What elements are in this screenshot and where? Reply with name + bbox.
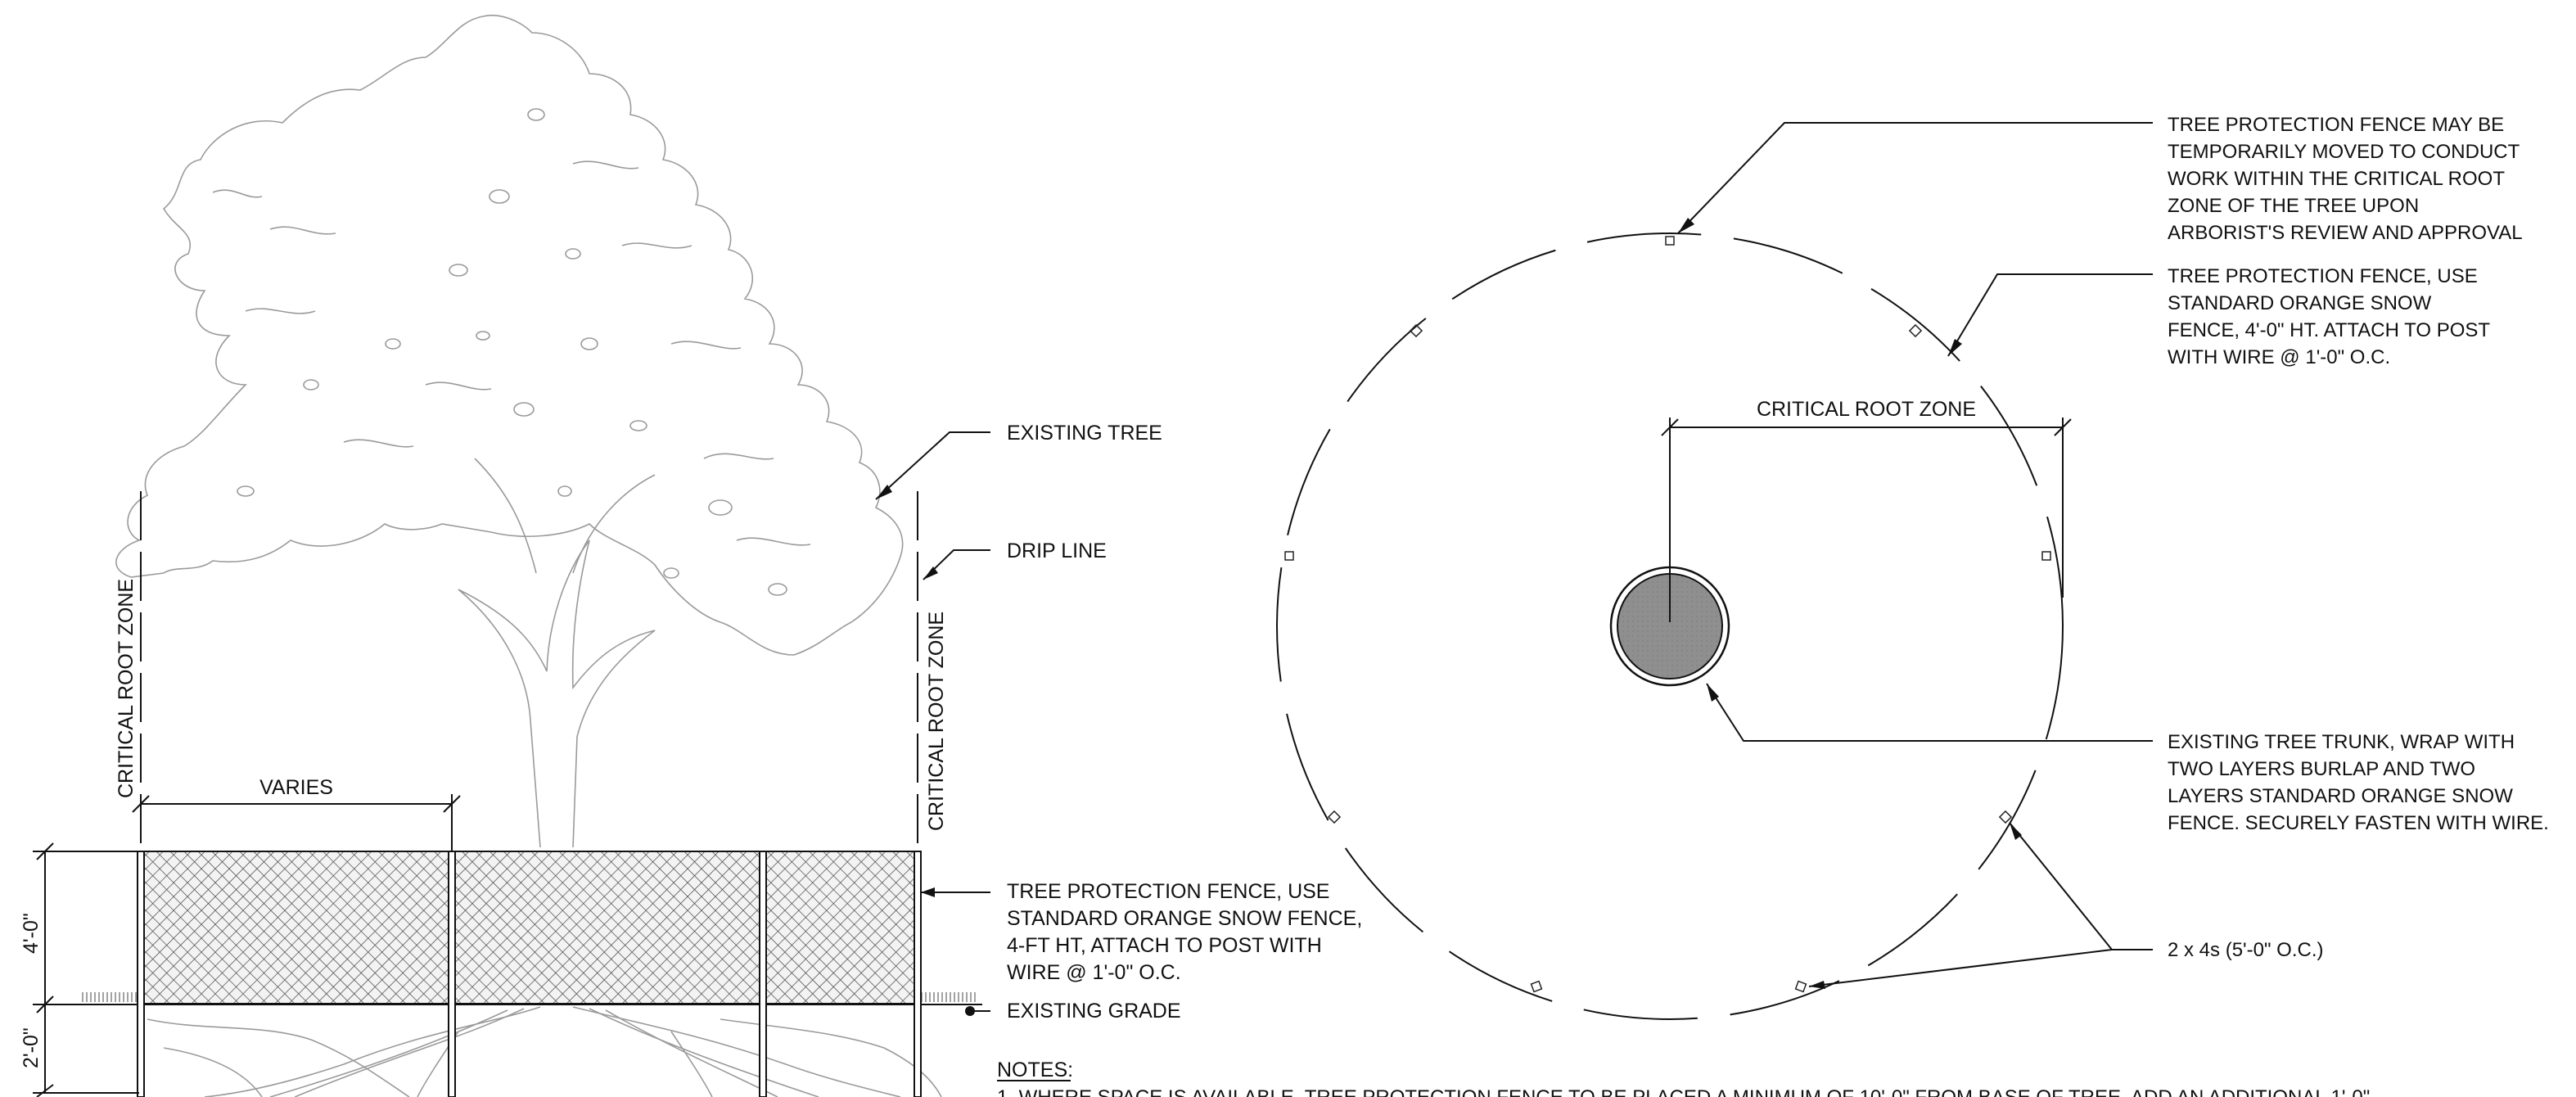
varies-dimension: VARIES [132, 776, 461, 851]
plan-view: CRITICAL ROOT ZONE TREE PROTECTION FENCE… [1276, 114, 2549, 1020]
svg-text:DRIP LINE: DRIP LINE [1007, 539, 1107, 562]
critical-root-zone-label-left: CRITICAL ROOT ZONE [115, 579, 138, 798]
svg-text:EXISTING GRADE: EXISTING GRADE [1007, 1000, 1181, 1023]
svg-text:WITH WIRE @ 1'-0" O.C.: WITH WIRE @ 1'-0" O.C. [2168, 346, 2390, 368]
tree-canopy-icon [115, 14, 904, 848]
critical-root-zone-label-right: CRITICAL ROOT ZONE [925, 612, 948, 831]
post-depth-dim-label: 2'-0" [20, 1027, 43, 1068]
svg-text:WIRE @ 1'-0" O.C.: WIRE @ 1'-0" O.C. [1007, 961, 1181, 984]
callout-existing-tree: EXISTING TREE [875, 422, 1162, 500]
critical-root-zone-label-plan: CRITICAL ROOT ZONE [1757, 398, 1976, 421]
tree-trunk-icon [1609, 566, 1730, 687]
svg-text:ARBORIST'S REVIEW AND APPROVAL: ARBORIST'S REVIEW AND APPROVAL [2168, 222, 2523, 244]
callout-existing-grade: EXISTING GRADE [965, 1000, 1181, 1023]
callout-fence-moved: TREE PROTECTION FENCE MAY BE TEMPORARILY… [1677, 114, 2523, 244]
svg-text:TREE PROTECTION FENCE, USE: TREE PROTECTION FENCE, USE [2168, 265, 2478, 287]
note-item-1: 1. WHERE SPACE IS AVAILABLE, TREE PROTEC… [997, 1086, 2370, 1097]
elevation-view: CRITICAL ROOT ZONE CRITICAL ROOT ZONE VA… [20, 14, 1362, 1097]
notes-heading: NOTES: [997, 1059, 1073, 1081]
svg-text:4-FT HT, ATTACH TO POST WITH: 4-FT HT, ATTACH TO POST WITH [1007, 934, 1322, 957]
tree-roots-icon [147, 1006, 942, 1097]
callout-posts: 2 x 4s (5'-0" O.C.) [1808, 822, 2323, 989]
varies-label: VARIES [259, 776, 333, 799]
critical-root-zone-dimension: CRITICAL ROOT ZONE [1661, 398, 2072, 622]
callout-drip-line: DRIP LINE [923, 539, 1107, 580]
height-dimension: 4'-0" 2'-0" [20, 842, 139, 1097]
svg-text:STANDARD ORANGE SNOW FENCE,: STANDARD ORANGE SNOW FENCE, [1007, 907, 1362, 930]
svg-text:STANDARD ORANGE SNOW: STANDARD ORANGE SNOW [2168, 292, 2432, 314]
svg-text:ZONE OF THE TREE UPON: ZONE OF THE TREE UPON [2168, 195, 2419, 217]
svg-text:EXISTING TREE: EXISTING TREE [1007, 422, 1162, 445]
svg-text:TWO LAYERS BURLAP AND TWO: TWO LAYERS BURLAP AND TWO [2168, 758, 2475, 780]
svg-text:2 x 4s (5'-0" O.C.): 2 x 4s (5'-0" O.C.) [2168, 939, 2323, 961]
svg-text:WORK WITHIN THE CRITICAL ROOT: WORK WITHIN THE CRITICAL ROOT [2168, 168, 2505, 190]
svg-text:TREE PROTECTION FENCE MAY BE: TREE PROTECTION FENCE MAY BE [2168, 114, 2504, 136]
callout-trunk: EXISTING TREE TRUNK, WRAP WITH TWO LAYER… [1706, 683, 2549, 834]
svg-text:EXISTING TREE TRUNK, WRAP WITH: EXISTING TREE TRUNK, WRAP WITH [2168, 731, 2515, 753]
notes-section: NOTES: 1. WHERE SPACE IS AVAILABLE, TREE… [997, 1059, 2370, 1097]
fence-height-dim-label: 4'-0" [20, 913, 43, 954]
fence-post-markers [1284, 236, 2051, 993]
svg-text:LAYERS STANDARD ORANGE SNOW: LAYERS STANDARD ORANGE SNOW [2168, 785, 2513, 807]
callout-fence-spec: TREE PROTECTION FENCE, USE STANDARD ORAN… [1947, 265, 2490, 368]
svg-text:FENCE, 4'-0" HT. ATTACH TO POS: FENCE, 4'-0" HT. ATTACH TO POST [2168, 319, 2490, 341]
fence-circle-dashed [1276, 232, 2064, 1020]
fence-mesh [140, 851, 919, 1004]
svg-text:TREE PROTECTION FENCE, USE: TREE PROTECTION FENCE, USE [1007, 880, 1329, 903]
svg-text:FENCE. SECURELY FASTEN WITH WI: FENCE. SECURELY FASTEN WITH WIRE. [2168, 812, 2549, 834]
callout-fence-elevation: TREE PROTECTION FENCE, USE STANDARD ORAN… [921, 880, 1362, 984]
svg-text:TEMPORARILY MOVED TO CONDUCT: TEMPORARILY MOVED TO CONDUCT [2168, 141, 2520, 163]
